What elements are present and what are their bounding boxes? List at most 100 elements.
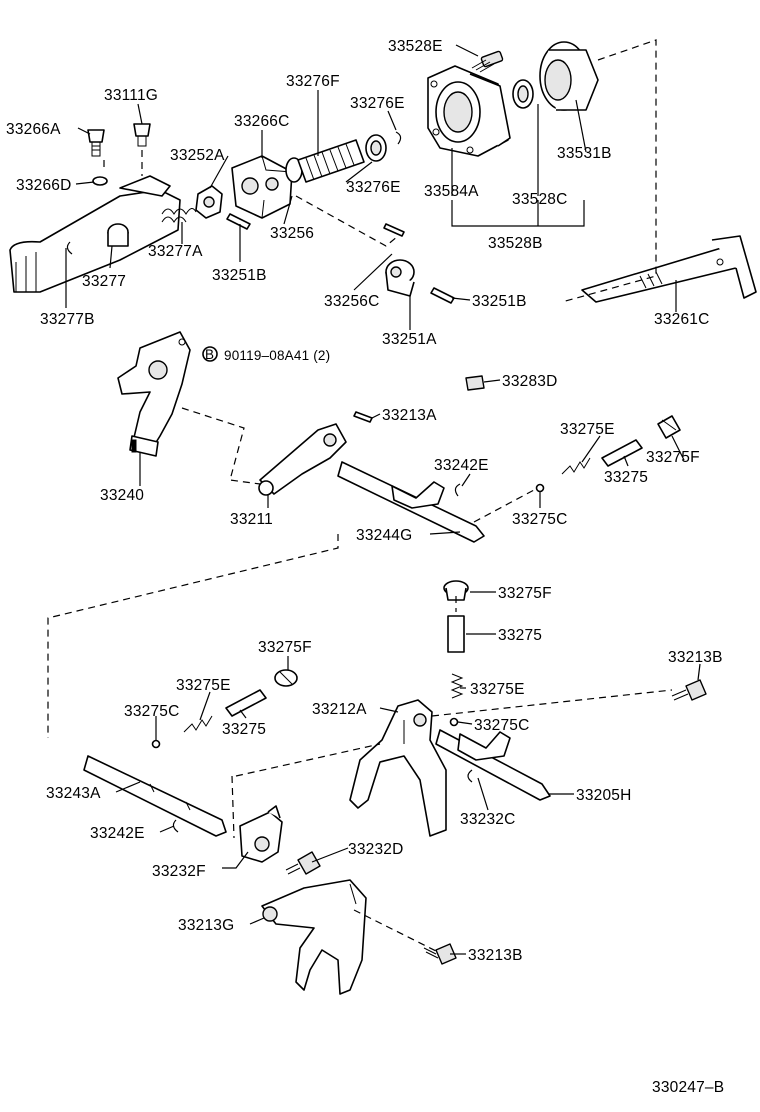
label-bolt-note: 90119–08A41 (2) [224, 348, 330, 363]
label-33205H: 33205H [576, 787, 632, 804]
label-33528E: 33528E [388, 38, 443, 55]
plug-33275F-right [657, 415, 681, 439]
label-33256C: 33256C [324, 293, 380, 310]
label-33213G: 33213G [178, 917, 234, 934]
ball-33275C-right [535, 483, 545, 493]
bolt-33213B-bottom [423, 943, 457, 965]
shift-housing-group [9, 123, 197, 293]
label-33251B-mid: 33251B [472, 293, 527, 310]
bolt-symbol-letter: B [205, 347, 214, 362]
label-33244G: 33244G [356, 527, 412, 544]
fork-33213G [261, 879, 367, 995]
bolt-33213B-top [671, 679, 707, 701]
pin-33275-center [447, 615, 465, 653]
label-33111G: 33111G [104, 87, 158, 104]
clip-33242E-top [454, 483, 461, 497]
label-33275F-center: 33275F [498, 585, 552, 602]
plug-33111G [133, 123, 151, 147]
bolt-33528E [471, 50, 504, 73]
label-33266A: 33266A [6, 121, 61, 138]
label-33266C: 33266C [234, 113, 290, 130]
ball-33275C-left [151, 739, 161, 749]
spring-33275E-center [450, 673, 464, 699]
label-33213A: 33213A [382, 407, 437, 424]
label-33275E-right: 33275E [560, 421, 615, 438]
label-33276E-top: 33276E [350, 95, 405, 112]
lever-block-33266C [231, 155, 293, 219]
label-33531B: 33531B [557, 145, 612, 162]
label-33277: 33277 [82, 273, 126, 290]
plug-33283D [465, 375, 485, 391]
pin-33251B-mid [430, 287, 455, 304]
detent-right-group [465, 375, 681, 493]
label-33232C: 33232C [460, 811, 516, 828]
nut-33252A [195, 185, 223, 219]
label-33243A: 33243A [46, 785, 101, 802]
lever-33256C [385, 259, 415, 297]
boot-33276F [285, 139, 365, 183]
seal-33528C [512, 79, 534, 109]
label-33242E-top: 33242E [434, 457, 489, 474]
label-33275C-left: 33275C [124, 703, 180, 720]
label-33275-left: 33275 [222, 721, 266, 738]
label-33275E-left: 33275E [176, 677, 231, 694]
label-33528C: 33528C [512, 191, 568, 208]
label-33213B-top: 33213B [668, 649, 723, 666]
label-33275-right: 33275 [604, 469, 648, 486]
shaft-33205H [435, 729, 551, 801]
detent-center-group [443, 580, 469, 727]
label-33252A: 33252A [170, 147, 225, 164]
clip-33232C [467, 769, 473, 783]
block-33232F [239, 805, 283, 863]
label-33275E-center: 33275E [470, 681, 525, 698]
retainer-33584A [427, 65, 511, 157]
bolt-33232D [285, 851, 321, 875]
label-33283D: 33283D [502, 373, 558, 390]
pin-33275-left [225, 689, 267, 717]
figure-id: 330247–B [652, 1079, 724, 1096]
label-33275F-left: 33275F [258, 639, 312, 656]
label-33584A: 33584A [424, 183, 479, 200]
label-33242E-bottom: 33242E [90, 825, 145, 842]
clip-33276E [395, 131, 402, 145]
bolt-symbol-b: B [202, 346, 218, 362]
dashed-assembly-lines [47, 39, 673, 953]
label-33275-center: 33275 [498, 627, 542, 644]
fork-33212A [349, 699, 447, 837]
label-33232F: 33232F [152, 863, 206, 880]
label-33261C: 33261C [654, 311, 710, 328]
leader-lines [65, 44, 701, 955]
spring-33275E-left [183, 715, 213, 733]
plug-33266A [87, 129, 105, 157]
bearing-33531B [539, 41, 599, 111]
label-33212A: 33212A [312, 701, 367, 718]
pin-33213A [353, 411, 373, 423]
label-33276E-mid: 33276E [346, 179, 401, 196]
label-33276F: 33276F [286, 73, 340, 90]
label-33528B: 33528B [488, 235, 543, 252]
label-33277B: 33277B [40, 311, 95, 328]
label-33251A: 33251A [382, 331, 437, 348]
clip-33242E-bottom [172, 819, 179, 833]
label-33275C-center: 33275C [474, 717, 530, 734]
label-33277A: 33277A [148, 243, 203, 260]
spring-33277A [161, 208, 197, 223]
ring-33276C [365, 134, 387, 162]
label-33275C-right: 33275C [512, 511, 568, 528]
lever-33240 [117, 331, 191, 457]
pin-33256 [383, 223, 405, 237]
gasket-33266D [92, 176, 108, 186]
plug-33275F-left [274, 669, 298, 687]
detent-left-group [151, 669, 298, 749]
label-33266D: 33266D [16, 177, 72, 194]
shift-lever-group [195, 131, 455, 304]
label-33251B-top: 33251B [212, 267, 267, 284]
pin-33251B-top [226, 213, 251, 230]
label-33275F-right: 33275F [646, 449, 700, 466]
bearing-retainer-group [427, 41, 599, 157]
housing-body [9, 189, 181, 293]
fork-33211-group [258, 411, 485, 543]
label-33213B-bottom: 33213B [468, 947, 523, 964]
spring-33275E-right [561, 457, 591, 475]
